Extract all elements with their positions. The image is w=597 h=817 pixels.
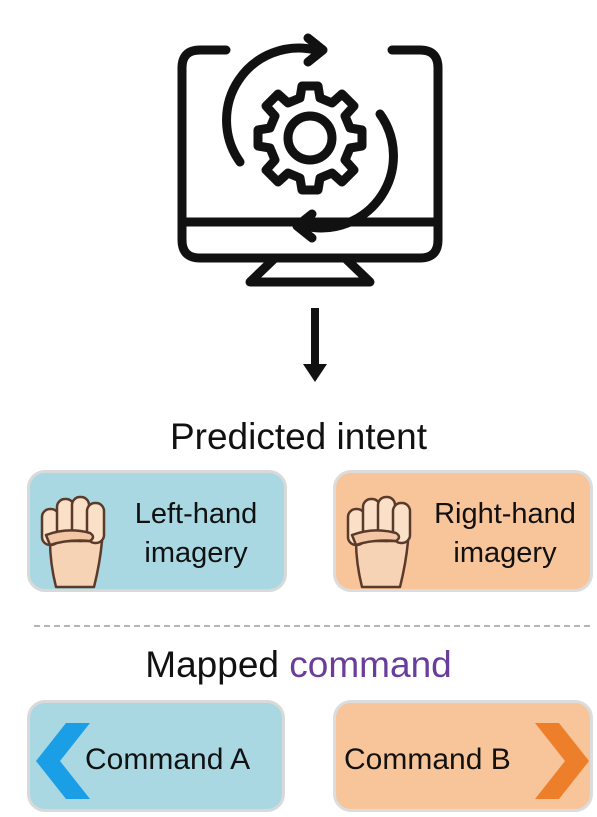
mapped-command-title: Mapped command [0,646,597,683]
right-card-line-1: Right-hand [434,498,576,530]
raised-fist-icon [346,495,412,589]
command-b-label: Command B [344,743,511,776]
dashed-divider [34,625,590,627]
right-hand-imagery-card: Right-hand imagery [333,470,593,592]
mapped-word: Mapped [145,644,279,685]
left-hand-imagery-card: Left-hand imagery [27,470,287,592]
command-b-card: Command B [333,700,593,812]
down-arrow-icon [303,308,327,382]
command-a-card: Command A [27,700,285,812]
raised-fist-icon [40,495,106,589]
left-card-line-1: Left-hand [134,498,258,530]
chevron-right-icon [535,723,589,799]
command-a-label: Command A [85,743,251,776]
command-word: command [289,644,452,685]
left-card-line-2: imagery [144,537,248,570]
right-hand-imagery-label: Right-hand imagery [418,495,592,573]
predicted-intent-title: Predicted intent [169,416,428,457]
chevron-left-icon [36,723,90,799]
monitor-gear-sync-icon [177,33,443,287]
left-hand-imagery-label: Left-hand imagery [112,495,280,573]
right-card-line-2: imagery [453,537,557,570]
